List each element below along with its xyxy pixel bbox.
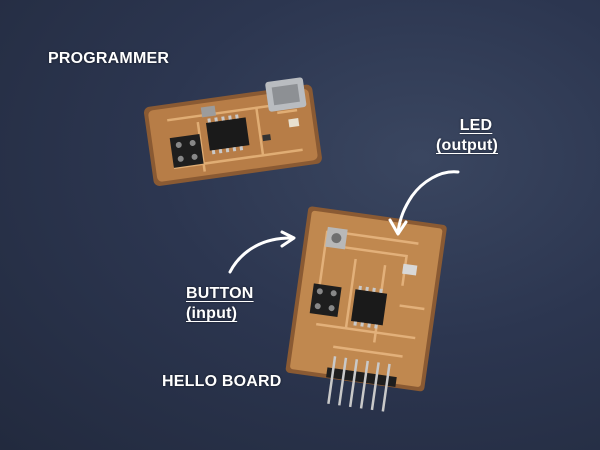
arrow-button-icon [228,230,296,274]
programmer-chip [205,117,250,151]
led-label: LED (output) [436,116,498,156]
button-label: BUTTON (input) [186,284,254,324]
button-label-line2: (input) [186,305,238,322]
hello-board-label: HELLO BOARD [162,373,282,390]
button-label-line1: BUTTON [186,285,254,302]
led-label-line1: LED [459,117,493,134]
hello-chip [350,289,388,326]
programmer-header [169,133,204,168]
isp-header [309,283,342,318]
arrow-led-icon [388,170,460,236]
led-component [402,263,418,276]
ftdi-pin-header [326,356,397,412]
programmer-board [143,77,322,186]
led-label-line2: (output) [436,137,499,154]
programmer-label: PROGRAMMER [48,50,170,67]
hello-board [285,206,447,392]
